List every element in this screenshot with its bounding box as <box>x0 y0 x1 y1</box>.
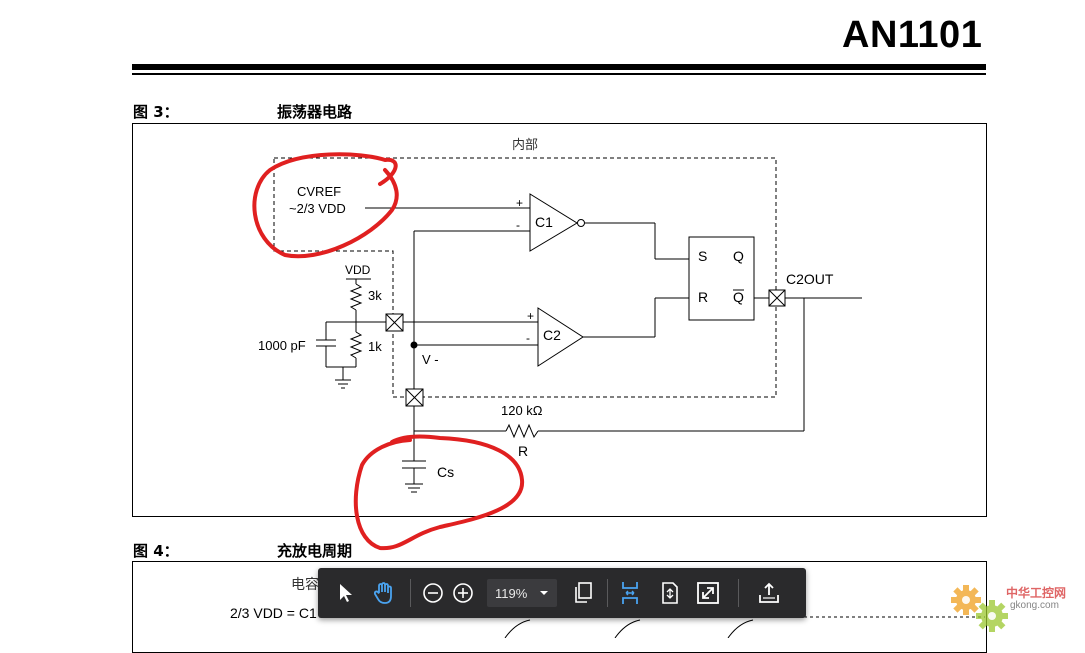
cvref-label: CVREF <box>297 184 341 199</box>
r1k-label: 1k <box>368 339 382 354</box>
internal-boundary <box>273 157 777 398</box>
resistor-3k <box>349 283 363 311</box>
figure3-label: 图 3： <box>133 103 179 121</box>
header-rule-thin <box>132 73 986 75</box>
annotation-circle-cs <box>353 434 525 551</box>
svg-text:+: + <box>527 309 534 323</box>
vdd-label: VDD <box>345 263 371 277</box>
document-title: AN1101 <box>842 14 983 56</box>
watermark-text: 中华工控网 <box>1006 586 1067 600</box>
sr-latch <box>688 236 755 321</box>
header-rule-thick <box>132 64 986 70</box>
export-icon <box>759 582 779 603</box>
hand-tool-button[interactable] <box>368 577 400 609</box>
zoom-in-icon <box>453 583 473 603</box>
export-button[interactable] <box>753 577 785 609</box>
zoom-out-button[interactable] <box>417 577 449 609</box>
watermark: 中华工控网 gkong.com <box>950 578 1080 636</box>
resistor-1k <box>349 331 363 359</box>
fit-page-button[interactable] <box>654 577 686 609</box>
ground-symbol-2 <box>405 483 423 493</box>
select-arrow-icon <box>340 584 352 602</box>
r3k-label: 3k <box>368 288 382 303</box>
latch-s: S <box>698 248 707 264</box>
fullscreen-button[interactable] <box>692 577 724 609</box>
fit-page-icon <box>662 582 678 604</box>
watermark-domain: gkong.com <box>1010 600 1059 611</box>
chevron-down-icon <box>540 591 548 595</box>
latch-r: R <box>698 289 708 305</box>
zoom-level-value: 119% <box>495 585 528 601</box>
c1-label: C1 <box>535 214 553 230</box>
fullscreen-icon <box>697 582 719 604</box>
figure4-threshold-label: 2/3 VDD = C1 <box>230 605 317 621</box>
c1-inverter-bubble <box>577 219 585 227</box>
gear-logo-icon <box>951 585 1008 632</box>
latch-q: Q <box>733 248 744 264</box>
ground-symbol-1 <box>335 379 351 389</box>
comparator-c2 <box>537 307 584 367</box>
hand-pan-icon <box>373 582 392 604</box>
svg-text:-: - <box>526 331 530 345</box>
c2out-label: C2OUT <box>786 271 834 287</box>
figure4-partial-text: 电容 <box>291 577 319 593</box>
select-tool-button[interactable] <box>330 577 362 609</box>
cs-label: Cs <box>437 464 454 480</box>
annotation-circle-cvref <box>252 152 399 259</box>
zoom-in-button[interactable] <box>447 577 479 609</box>
internal-label: 内部 <box>512 137 538 152</box>
svg-text:+: + <box>516 196 523 210</box>
cap-1000pf-label: 1000 pF <box>258 338 306 353</box>
r-value-label: 120 kΩ <box>501 403 543 418</box>
fit-width-icon <box>622 582 638 604</box>
v-minus-node <box>410 341 418 349</box>
pdf-viewer-toolbar: 119% <box>318 568 806 618</box>
cvref-value: ~2/3 VDD <box>289 201 346 216</box>
figure3-caption: 振荡器电路 <box>277 103 353 121</box>
resistor-r <box>505 423 539 439</box>
svg-text:-: - <box>516 218 520 232</box>
latch-qbar: Q <box>733 289 744 305</box>
figure4-label: 图 4： <box>133 542 179 560</box>
v-minus-label: V - <box>422 352 439 367</box>
figure4-caption: 充放电周期 <box>277 542 353 560</box>
r-name-label: R <box>518 443 528 459</box>
page-view-button[interactable] <box>567 577 599 609</box>
zoom-level-select[interactable]: 119% <box>487 579 557 607</box>
oscillator-circuit-diagram: 内部 CVREF ~2/3 VDD + - C1 S Q R Q + - C2 … <box>252 137 862 551</box>
fit-width-button[interactable] <box>614 577 646 609</box>
c2-label: C2 <box>543 327 561 343</box>
page-view-icon <box>575 582 592 603</box>
zoom-out-icon <box>423 583 443 603</box>
comparator-c1 <box>529 193 578 252</box>
